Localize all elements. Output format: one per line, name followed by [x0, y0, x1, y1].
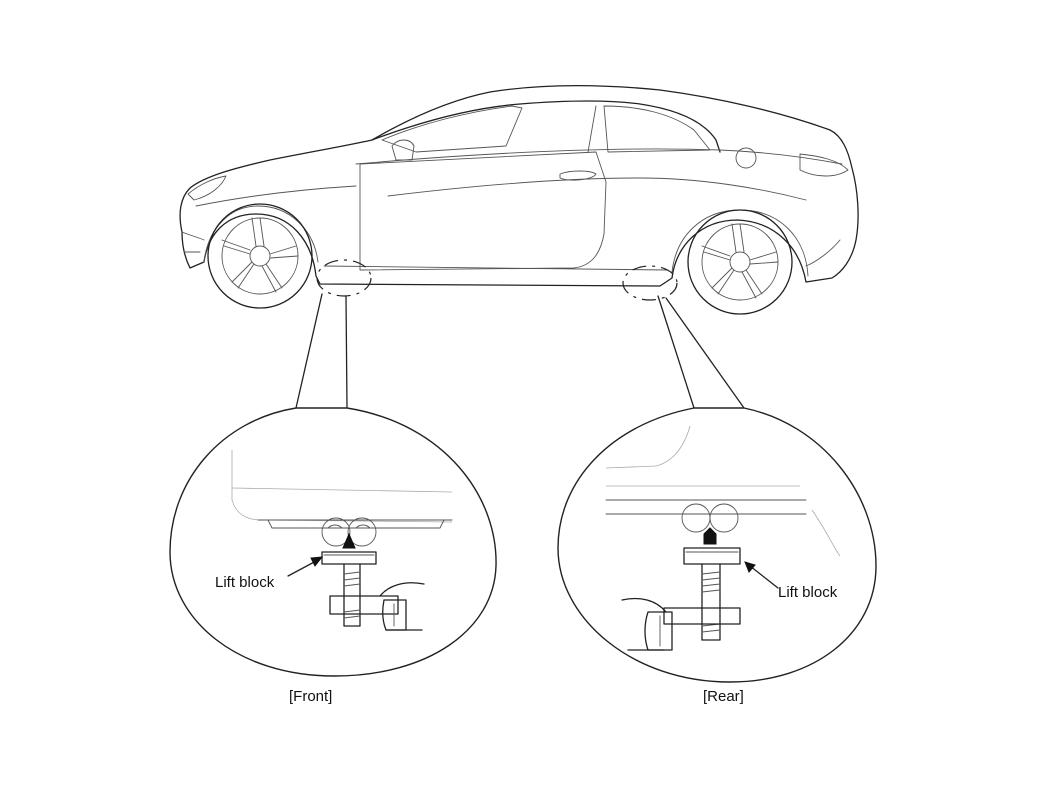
- front-lift-block-label: Lift block: [215, 574, 275, 591]
- rear-caption: [Rear]: [703, 688, 744, 705]
- front-caption: [Front]: [289, 688, 333, 705]
- car-side-view: [179, 85, 859, 287]
- front-callout: [169, 293, 497, 677]
- rear-lift-point-marker: [622, 265, 678, 301]
- front-lift-point-marker: [316, 259, 372, 297]
- rear-lift-block-label: Lift block: [778, 584, 838, 601]
- rear-wheel: [687, 209, 793, 315]
- front-wheel: [207, 203, 313, 309]
- rear-callout: [557, 295, 877, 683]
